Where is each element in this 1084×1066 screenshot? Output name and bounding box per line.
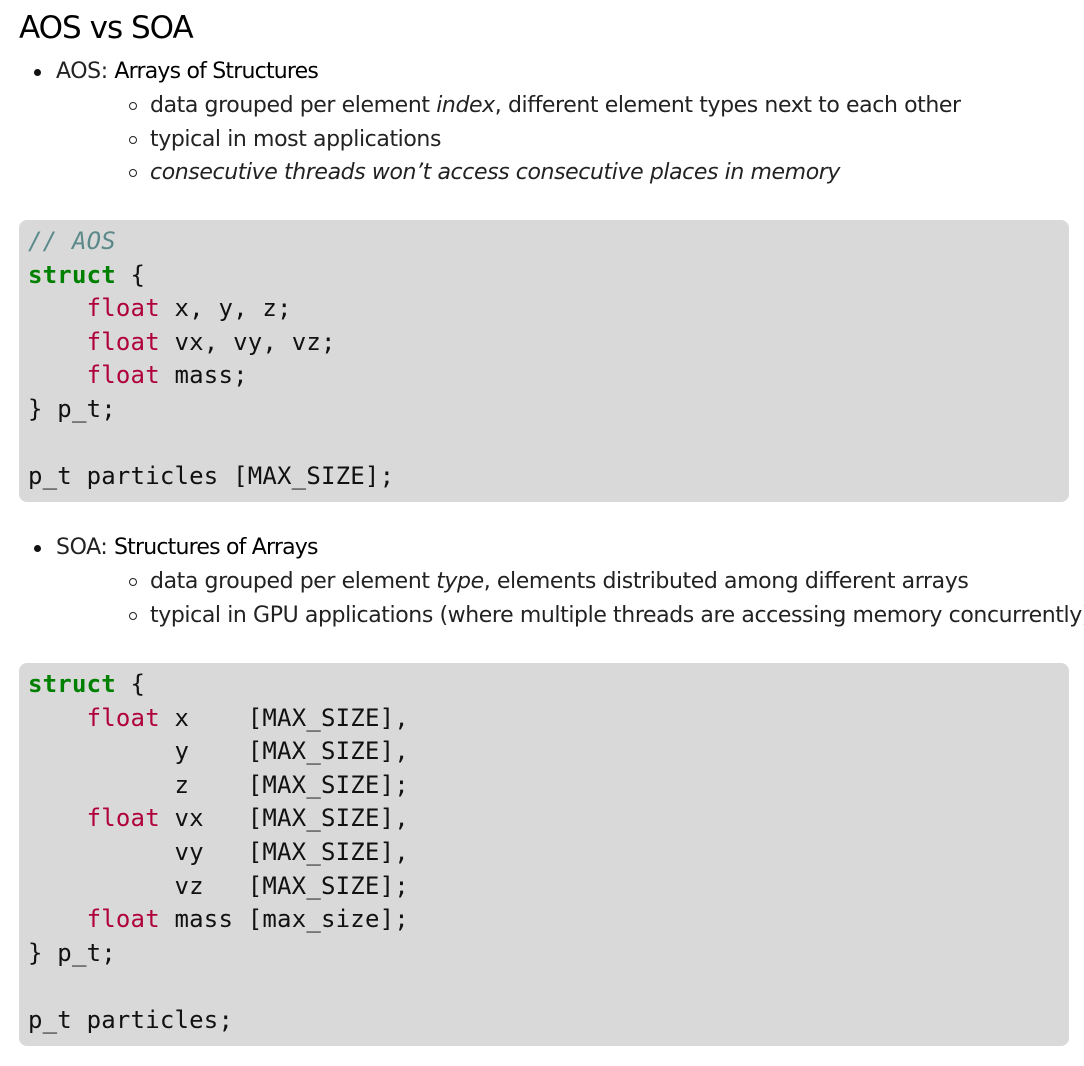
soa-term: Structures of Arrays <box>113 535 319 560</box>
soa-point-1-text-a: data grouped per element <box>150 569 437 594</box>
aos-term: Arrays of Structures <box>114 59 319 84</box>
aos-point-1-text-a: data grouped per element <box>150 93 437 118</box>
code-indent <box>28 905 87 933</box>
code-text: y [MAX_SIZE], <box>28 737 409 766</box>
soa-bullet: SOA: Structures of Arrays data grouped p… <box>0 531 1084 632</box>
soa-point-1: data grouped per element type, elements … <box>56 565 1084 599</box>
page-title: AOS vs SOA <box>19 10 194 46</box>
code-text: vx, vy, vz; <box>159 327 336 356</box>
type-float: float <box>86 804 160 833</box>
code-text: vx [MAX_SIZE], <box>159 804 409 833</box>
code-text: x [MAX_SIZE], <box>159 703 409 732</box>
code-indent <box>28 328 87 356</box>
aos-point-1-text-b: , different element types next to each o… <box>494 93 961 118</box>
soa-sub-list: data grouped per element type, elements … <box>56 565 1084 632</box>
aos-code-block: // AOS struct { float x, y, z; float vx,… <box>19 220 1069 502</box>
code-text: { <box>115 670 146 698</box>
code-indent <box>28 804 87 832</box>
code-text: p_t particles; <box>28 1005 234 1034</box>
type-float: float <box>86 327 160 356</box>
code-comment: // AOS <box>28 227 116 255</box>
code-text: p_t particles [MAX_SIZE]; <box>28 462 395 491</box>
aos-sub-list: data grouped per element index, differen… <box>56 89 1084 190</box>
code-text: vy [MAX_SIZE], <box>28 837 409 866</box>
aos-label: AOS: <box>56 59 115 84</box>
code-text: mass; <box>159 361 248 390</box>
aos-point-3: consecutive threads won’t access consecu… <box>56 156 1084 190</box>
soa-point-1-text-b: , elements distributed among different a… <box>483 569 969 594</box>
type-float: float <box>86 294 160 323</box>
soa-point-1-emphasis: type <box>436 569 484 594</box>
type-float: float <box>86 361 160 390</box>
type-float: float <box>86 703 160 732</box>
aos-point-1-emphasis: index <box>436 93 495 118</box>
keyword-struct: struct <box>28 670 116 698</box>
aos-point-2: typical in most applications <box>56 123 1084 157</box>
aos-bullet: AOS: Arrays of Structures data grouped p… <box>0 55 1084 190</box>
code-text: mass [max_size]; <box>159 905 409 934</box>
code-text: } p_t; <box>28 938 116 967</box>
soa-label: SOA: <box>56 535 114 560</box>
code-text: } p_t; <box>28 394 116 423</box>
code-indent <box>28 704 87 732</box>
code-indent <box>28 361 87 389</box>
aos-point-1: data grouped per element index, differen… <box>56 89 1084 123</box>
soa-point-2: typical in GPU applications (where multi… <box>56 599 1084 633</box>
aos-bullet-list: AOS: Arrays of Structures data grouped p… <box>0 55 1084 190</box>
soa-code-block: struct { float x [MAX_SIZE], y [MAX_SIZE… <box>19 663 1069 1046</box>
code-text: x, y, z; <box>159 294 292 323</box>
soa-bullet-list: SOA: Structures of Arrays data grouped p… <box>0 531 1084 632</box>
code-text: z [MAX_SIZE]; <box>28 770 409 799</box>
keyword-struct: struct <box>28 260 116 289</box>
code-text: vz [MAX_SIZE]; <box>28 871 409 900</box>
code-text: { <box>115 260 146 289</box>
type-float: float <box>86 905 160 934</box>
code-indent <box>28 294 87 322</box>
